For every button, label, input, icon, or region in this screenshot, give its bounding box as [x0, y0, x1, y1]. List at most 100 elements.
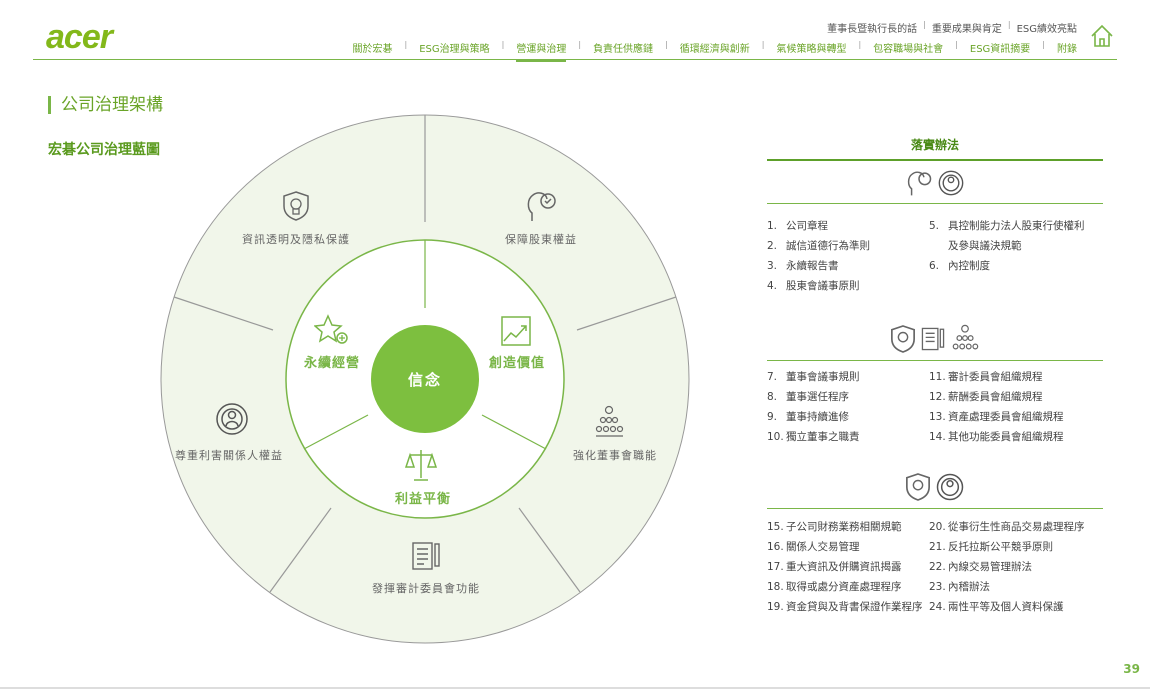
- header-divider: [33, 59, 1117, 60]
- rule-number: 2.: [767, 240, 778, 252]
- outer-dividers: [173, 115, 677, 593]
- rule-text: 重大資訊及併購資訊揭露: [786, 561, 902, 573]
- inner-dividers: [303, 240, 547, 450]
- rule-item: 1.公司章程: [767, 216, 929, 236]
- rule-item: 18.取得或處分資產處理程序: [767, 577, 929, 597]
- nav-circular-economy[interactable]: 循環經濟與創新: [679, 44, 750, 55]
- rule-item: 13.資產處理委員會組織規程: [929, 407, 1091, 427]
- rule-number: 13.: [929, 411, 946, 423]
- rule-item: 21.反托拉斯公平競爭原則: [929, 537, 1091, 557]
- rule-number: 4.: [767, 280, 778, 292]
- rule-item: 9. 董事持續進修: [767, 407, 929, 427]
- rule-text: 從事衍生性商品交易處理程序: [948, 521, 1085, 533]
- rule-text: 關係人交易管理: [786, 541, 860, 553]
- nav-operations-governance[interactable]: 營運與治理: [516, 40, 567, 62]
- main-nav: 關於宏碁| ESG治理與策略| 營運與治理| 負責任供應鏈| 循環經濟與創新| …: [353, 40, 1077, 62]
- acer-logo[interactable]: acer: [46, 18, 113, 56]
- rule-text: 資金貸與及背書保證作業程序: [786, 601, 923, 613]
- rule-number: 9.: [767, 411, 778, 423]
- rule-item: 5.具控制能力法人股東行使權利及參與議決規範: [929, 216, 1091, 256]
- rule-item: 23.內稽辦法: [929, 577, 1091, 597]
- home-icon[interactable]: [1090, 24, 1114, 48]
- nav-supply-chain[interactable]: 負責任供應鏈: [593, 44, 654, 55]
- inner-label-balance: 利益平衡: [394, 492, 452, 507]
- nav-inclusive[interactable]: 包容職場與社會: [873, 44, 944, 55]
- group-icons-2: [767, 316, 1103, 361]
- rule-text: 薪酬委員會組織規程: [948, 391, 1043, 403]
- section-subtitle: 宏碁公司治理藍圖: [48, 142, 160, 158]
- outer-label-board: 強化董事會職能: [573, 449, 657, 462]
- outer-label-audit: 發揮審計委員會功能: [372, 582, 480, 595]
- rule-text: 董事會議事規則: [786, 371, 860, 383]
- rule-item: 10.獨立董事之職責: [767, 427, 929, 447]
- page-title: 公司治理架構: [48, 96, 163, 114]
- document-pen-icon: [921, 327, 945, 351]
- nav-separator: |: [578, 40, 582, 49]
- rule-text: 其他功能委員會組織規程: [948, 431, 1064, 443]
- rule-number: 1.: [767, 220, 778, 232]
- star-plus-icon: [314, 314, 348, 344]
- group-icons-1: [767, 161, 1103, 204]
- rule-text: 董事持續進修: [786, 411, 849, 423]
- rule-number: 12.: [929, 391, 946, 403]
- rule-number: 14.: [929, 431, 946, 443]
- balance-scale-icon: [404, 450, 438, 481]
- nav-separator: |: [501, 40, 505, 49]
- rule-item: 4.股東會議事原則: [767, 276, 929, 296]
- nav-about[interactable]: 關於宏碁: [352, 44, 393, 55]
- rule-item: 7.董事會議事規則: [767, 367, 929, 387]
- rule-item: 20.從事衍生性商品交易處理程序: [929, 517, 1091, 537]
- rule-item: 19.資金貸與及背書保證作業程序: [767, 597, 929, 617]
- rule-text: 反托拉斯公平競爭原則: [948, 541, 1053, 553]
- rule-item: 11.審計委員會組織規程: [929, 367, 1091, 387]
- rule-item: 8.董事選任程序: [767, 387, 929, 407]
- rule-number: 8.: [767, 391, 778, 403]
- nav-esg-highlights[interactable]: ESG績效亮點: [1016, 24, 1077, 35]
- rule-item: 16.關係人交易管理: [767, 537, 929, 557]
- page-number: 39: [1123, 662, 1140, 676]
- rule-text: 取得或處分資產處理程序: [786, 581, 902, 593]
- team-icon: [952, 324, 979, 350]
- rule-text: 具控制能力法人股東行使權利及參與議決規範: [948, 220, 1085, 252]
- nav-achievements[interactable]: 重要成果與肯定: [931, 24, 1002, 35]
- rule-item: 14.其他功能委員會組織規程: [929, 427, 1091, 447]
- rule-number: 20.: [929, 521, 946, 533]
- rule-text: 審計委員會組織規程: [948, 371, 1043, 383]
- group-icons-3: [767, 464, 1103, 509]
- head-check-icon: [527, 192, 556, 221]
- nav-separator: |: [665, 40, 668, 49]
- nav-climate[interactable]: 氣候策略與轉型: [776, 44, 847, 55]
- rule-text: 兩性平等及個人資料保護: [948, 601, 1064, 613]
- stakeholder-network-icon: [936, 473, 964, 501]
- outer-label-transparency: 資訊透明及隱私保護: [242, 233, 350, 246]
- stakeholder-network-icon: [216, 403, 248, 435]
- nav-esg-strategy[interactable]: ESG治理與策略: [419, 44, 490, 55]
- head-check-icon: [907, 171, 932, 196]
- rule-item: 17.重大資訊及併購資訊揭露: [767, 557, 929, 577]
- rule-number: 3.: [767, 260, 778, 272]
- nav-appendix[interactable]: 附錄: [1057, 44, 1077, 55]
- outer-label-stakeholders: 尊重利害關係人權益: [175, 449, 283, 462]
- nav-chairman-message[interactable]: 董事長暨執行長的話: [827, 24, 918, 35]
- nav-esg-summary[interactable]: ESG資訊摘要: [969, 44, 1031, 55]
- footer-divider: [0, 687, 1150, 689]
- rule-text: 誠信道德行為準則: [786, 240, 870, 252]
- rule-number: 19.: [767, 601, 784, 613]
- rule-text: 內控制度: [948, 260, 990, 272]
- rule-number: 23.: [929, 581, 946, 593]
- growth-chart-icon: [501, 316, 531, 346]
- implementation-heading: 落實辦法: [767, 136, 1103, 161]
- rule-number: 22.: [929, 561, 946, 573]
- top-nav: 董事長暨執行長的話| 重要成果與肯定| ESG績效亮點: [827, 20, 1077, 35]
- rule-text: 內稽辦法: [948, 581, 990, 593]
- stakeholder-network-icon: [938, 170, 964, 196]
- nav-separator: |: [858, 40, 862, 49]
- rule-item: 6.內控制度: [929, 256, 1091, 276]
